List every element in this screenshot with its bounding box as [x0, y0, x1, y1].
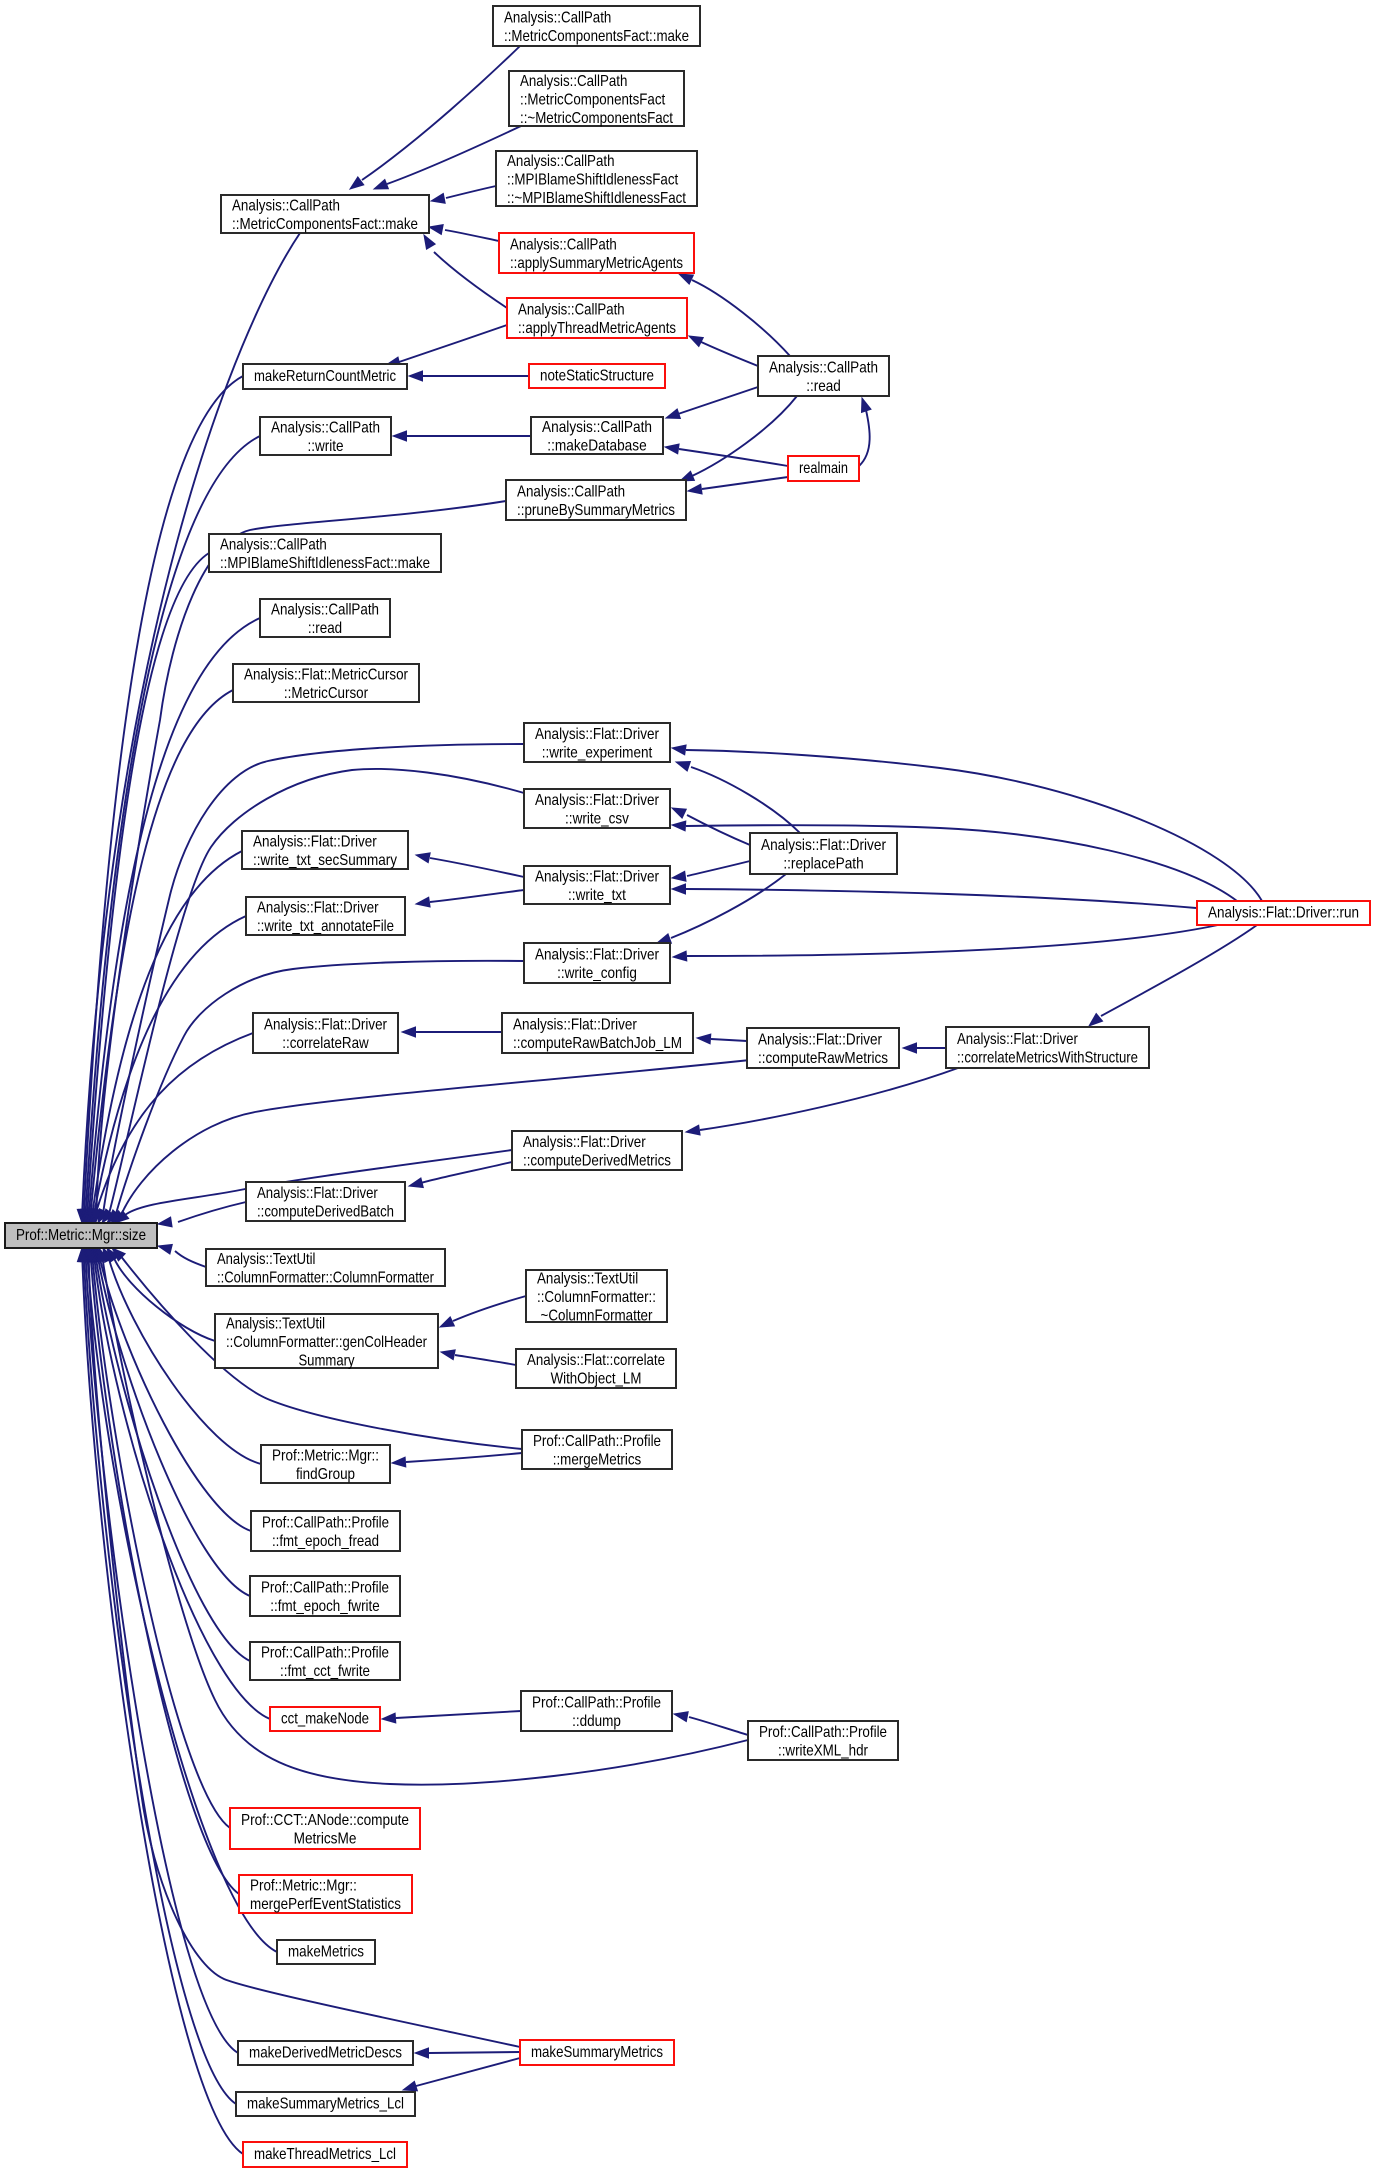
svg-text:noteStaticStructure: noteStaticStructure: [540, 368, 654, 385]
svg-text:Analysis::CallPath: Analysis::CallPath: [507, 153, 615, 170]
svg-text:::fmt_epoch_fwrite: ::fmt_epoch_fwrite: [270, 1598, 379, 1615]
svg-text:::ColumnFormatter::genColHeade: ::ColumnFormatter::genColHeader: [226, 1334, 428, 1351]
svg-text:::MPIBlameShiftIdlenessFact: ::MPIBlameShiftIdlenessFact: [507, 171, 679, 188]
svg-text:Prof::Metric::Mgr::size: Prof::Metric::Mgr::size: [16, 1227, 146, 1244]
svg-text:cct_makeNode: cct_makeNode: [281, 1711, 369, 1728]
svg-text:::ColumnFormatter::ColumnForma: ::ColumnFormatter::ColumnFormatter: [217, 1270, 435, 1287]
svg-text:Analysis::CallPath: Analysis::CallPath: [232, 198, 340, 215]
svg-text:::MetricComponentsFact::make: ::MetricComponentsFact::make: [504, 28, 689, 45]
svg-text:makeReturnCountMetric: makeReturnCountMetric: [254, 368, 396, 385]
svg-text:Analysis::Flat::Driver: Analysis::Flat::Driver: [513, 1017, 637, 1034]
svg-text:::MetricComponentsFact: ::MetricComponentsFact: [520, 91, 666, 108]
svg-text:::correlateMetricsWithStructur: ::correlateMetricsWithStructure: [957, 1050, 1138, 1067]
svg-text:WithObject_LM: WithObject_LM: [551, 1371, 642, 1388]
svg-text:Summary: Summary: [298, 1352, 354, 1369]
svg-text:Analysis::CallPath: Analysis::CallPath: [518, 302, 625, 319]
svg-text:::pruneBySummaryMetrics: ::pruneBySummaryMetrics: [517, 502, 675, 519]
svg-text:::MetricComponentsFact::make: ::MetricComponentsFact::make: [232, 216, 418, 233]
svg-text:Analysis::TextUtil: Analysis::TextUtil: [537, 1270, 638, 1287]
svg-text:::computeDerivedMetrics: ::computeDerivedMetrics: [523, 1153, 671, 1170]
svg-text:Analysis::CallPath: Analysis::CallPath: [769, 360, 878, 377]
svg-text:::fmt_epoch_fread: ::fmt_epoch_fread: [272, 1533, 379, 1550]
svg-text:Analysis::Flat::Driver: Analysis::Flat::Driver: [957, 1031, 1078, 1048]
svg-text:Analysis::Flat::Driver: Analysis::Flat::Driver: [535, 726, 660, 743]
svg-text:makeSummaryMetrics: makeSummaryMetrics: [531, 2044, 663, 2061]
svg-text:::~MPIBlameShiftIdlenessFact: ::~MPIBlameShiftIdlenessFact: [507, 190, 686, 207]
svg-text:Analysis::Flat::Driver::run: Analysis::Flat::Driver::run: [1208, 905, 1359, 922]
svg-text:Prof::CallPath::Profile: Prof::CallPath::Profile: [261, 1645, 389, 1662]
svg-text:::write_config: ::write_config: [557, 965, 637, 982]
svg-text:Prof::Metric::Mgr::: Prof::Metric::Mgr::: [272, 1448, 379, 1465]
svg-text:::writeXML_hdr: ::writeXML_hdr: [778, 1743, 869, 1760]
svg-text:::computeRawBatchJob_LM: ::computeRawBatchJob_LM: [513, 1035, 682, 1052]
svg-text:Analysis::CallPath: Analysis::CallPath: [504, 10, 611, 27]
svg-text:Prof::CallPath::Profile: Prof::CallPath::Profile: [532, 1695, 661, 1712]
svg-text:Analysis::TextUtil: Analysis::TextUtil: [217, 1251, 315, 1268]
svg-text:makeSummaryMetrics_Lcl: makeSummaryMetrics_Lcl: [247, 2096, 404, 2113]
svg-text:findGroup: findGroup: [296, 1466, 355, 1483]
svg-text:::replacePath: ::replacePath: [783, 856, 863, 873]
svg-text:::write_txt_annotateFile: ::write_txt_annotateFile: [257, 918, 394, 935]
svg-text:makeThreadMetrics_Lcl: makeThreadMetrics_Lcl: [254, 2146, 396, 2163]
svg-text:Analysis::CallPath: Analysis::CallPath: [517, 484, 625, 501]
svg-text:::ddump: ::ddump: [572, 1713, 621, 1730]
svg-text:Analysis::Flat::Driver: Analysis::Flat::Driver: [535, 792, 660, 809]
svg-text:Analysis::CallPath: Analysis::CallPath: [542, 419, 652, 436]
svg-text:Prof::CallPath::Profile: Prof::CallPath::Profile: [533, 1433, 661, 1450]
svg-text:Analysis::Flat::Driver: Analysis::Flat::Driver: [523, 1134, 646, 1151]
svg-text:Analysis::Flat::Driver: Analysis::Flat::Driver: [253, 834, 377, 851]
svg-text:::makeDatabase: ::makeDatabase: [547, 438, 646, 455]
svg-text:Analysis::TextUtil: Analysis::TextUtil: [226, 1315, 325, 1332]
svg-text:Analysis::Flat::Driver: Analysis::Flat::Driver: [257, 900, 379, 917]
svg-text:::computeRawMetrics: ::computeRawMetrics: [758, 1050, 888, 1067]
svg-text:~ColumnFormatter: ~ColumnFormatter: [541, 1307, 653, 1324]
svg-text:Analysis::Flat::MetricCursor: Analysis::Flat::MetricCursor: [244, 667, 409, 684]
svg-text:::fmt_cct_fwrite: ::fmt_cct_fwrite: [280, 1663, 370, 1680]
svg-text:::write_txt: ::write_txt: [568, 887, 626, 904]
svg-text:::applySummaryMetricAgents: ::applySummaryMetricAgents: [510, 255, 683, 272]
svg-text:::read: ::read: [806, 378, 841, 395]
svg-text:Analysis::Flat::Driver: Analysis::Flat::Driver: [535, 869, 660, 886]
svg-text:Analysis::CallPath: Analysis::CallPath: [271, 420, 380, 437]
svg-text:Prof::CallPath::Profile: Prof::CallPath::Profile: [759, 1724, 887, 1741]
svg-text:Analysis::CallPath: Analysis::CallPath: [510, 237, 617, 254]
svg-text:Analysis::CallPath: Analysis::CallPath: [220, 537, 327, 554]
svg-text:Prof::CCT::ANode::compute: Prof::CCT::ANode::compute: [241, 1812, 409, 1829]
svg-text:::MPIBlameShiftIdlenessFact::m: ::MPIBlameShiftIdlenessFact::make: [220, 555, 430, 572]
svg-text:Analysis::CallPath: Analysis::CallPath: [520, 73, 627, 90]
svg-text:::computeDerivedBatch: ::computeDerivedBatch: [257, 1204, 394, 1221]
svg-text:Analysis::Flat::Driver: Analysis::Flat::Driver: [758, 1032, 883, 1049]
svg-text:Analysis::Flat::correlate: Analysis::Flat::correlate: [527, 1352, 665, 1369]
svg-text:Analysis::Flat::Driver: Analysis::Flat::Driver: [761, 837, 887, 854]
svg-text:realmain: realmain: [799, 460, 848, 477]
svg-text:::write_txt_secSummary: ::write_txt_secSummary: [253, 852, 397, 869]
svg-text:::read: ::read: [308, 620, 342, 637]
svg-text:Analysis::CallPath: Analysis::CallPath: [271, 602, 379, 619]
svg-text:::ColumnFormatter::: ::ColumnFormatter::: [537, 1289, 656, 1306]
svg-text:Prof::Metric::Mgr::: Prof::Metric::Mgr::: [250, 1878, 357, 1895]
svg-text:MetricsMe: MetricsMe: [294, 1831, 357, 1848]
svg-text:Prof::CallPath::Profile: Prof::CallPath::Profile: [262, 1515, 389, 1532]
svg-text:::applyThreadMetricAgents: ::applyThreadMetricAgents: [518, 320, 676, 337]
svg-text:::mergeMetrics: ::mergeMetrics: [553, 1452, 642, 1469]
svg-text:makeDerivedMetricDescs: makeDerivedMetricDescs: [249, 2045, 402, 2062]
svg-text:Analysis::Flat::Driver: Analysis::Flat::Driver: [535, 947, 660, 964]
svg-text:::write_experiment: ::write_experiment: [542, 745, 653, 762]
svg-text:::write: ::write: [307, 438, 343, 455]
svg-text:::MetricCursor: ::MetricCursor: [284, 685, 369, 702]
svg-text:::correlateRaw: ::correlateRaw: [282, 1035, 369, 1052]
svg-text:::~MetricComponentsFact: ::~MetricComponentsFact: [520, 110, 673, 127]
svg-text:::write_csv: ::write_csv: [565, 811, 629, 828]
svg-text:makeMetrics: makeMetrics: [288, 1944, 364, 1961]
svg-text:mergePerfEventStatistics: mergePerfEventStatistics: [250, 1896, 401, 1913]
svg-text:Prof::CallPath::Profile: Prof::CallPath::Profile: [261, 1580, 389, 1597]
svg-text:Analysis::Flat::Driver: Analysis::Flat::Driver: [257, 1185, 378, 1202]
svg-text:Analysis::Flat::Driver: Analysis::Flat::Driver: [264, 1017, 388, 1034]
